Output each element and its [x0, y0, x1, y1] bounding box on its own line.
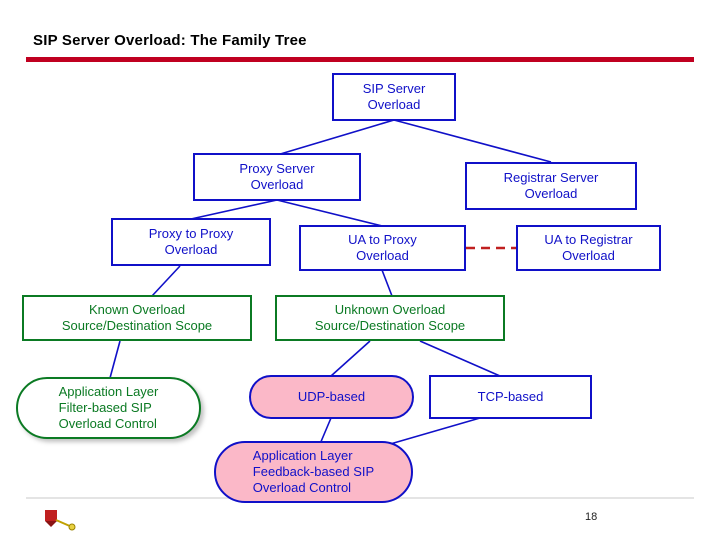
node-known-overload-scope[interactable]: Known Overload Source/Destination Scope [22, 295, 252, 341]
node-ua-to-proxy-overload[interactable]: UA to Proxy Overload [299, 225, 466, 271]
node-tcp-based[interactable]: TCP-based [429, 375, 592, 419]
node-label: Unknown Overload Source/Destination Scop… [314, 302, 466, 333]
node-label: Proxy Server Overload [239, 161, 315, 192]
node-sip-server-overload[interactable]: SIP Server Overload [332, 73, 456, 121]
node-udp-based[interactable]: UDP-based [249, 375, 414, 419]
node-label: Application Layer Filter-based SIP Overl… [58, 384, 159, 431]
node-application-layer-feedback[interactable]: Application Layer Feedback-based SIP Ove… [214, 441, 413, 503]
page-number: 18 [585, 511, 598, 523]
node-registrar-server-overload[interactable]: Registrar Server Overload [465, 162, 637, 210]
node-proxy-to-proxy-overload[interactable]: Proxy to Proxy Overload [111, 218, 271, 266]
title-divider [26, 57, 694, 62]
node-application-layer-filter[interactable]: Application Layer Filter-based SIP Overl… [16, 377, 201, 439]
node-label: Proxy to Proxy Overload [148, 226, 234, 257]
company-logo-icon [45, 510, 76, 531]
node-label: UA to Registrar Overload [544, 232, 633, 263]
node-label: SIP Server Overload [362, 81, 426, 112]
node-label: Known Overload Source/Destination Scope [61, 302, 213, 333]
node-ua-to-registrar-overload[interactable]: UA to Registrar Overload [516, 225, 661, 271]
node-label: Registrar Server Overload [503, 170, 599, 201]
node-proxy-server-overload[interactable]: Proxy Server Overload [193, 153, 361, 201]
node-label: TCP-based [477, 389, 544, 404]
page-title: SIP Server Overload: The Family Tree [33, 32, 307, 49]
node-label: UA to Proxy Overload [348, 232, 417, 263]
node-unknown-overload-scope[interactable]: Unknown Overload Source/Destination Scop… [275, 295, 505, 341]
node-label: UDP-based [297, 389, 366, 404]
node-label: Application Layer Feedback-based SIP Ove… [252, 448, 375, 495]
